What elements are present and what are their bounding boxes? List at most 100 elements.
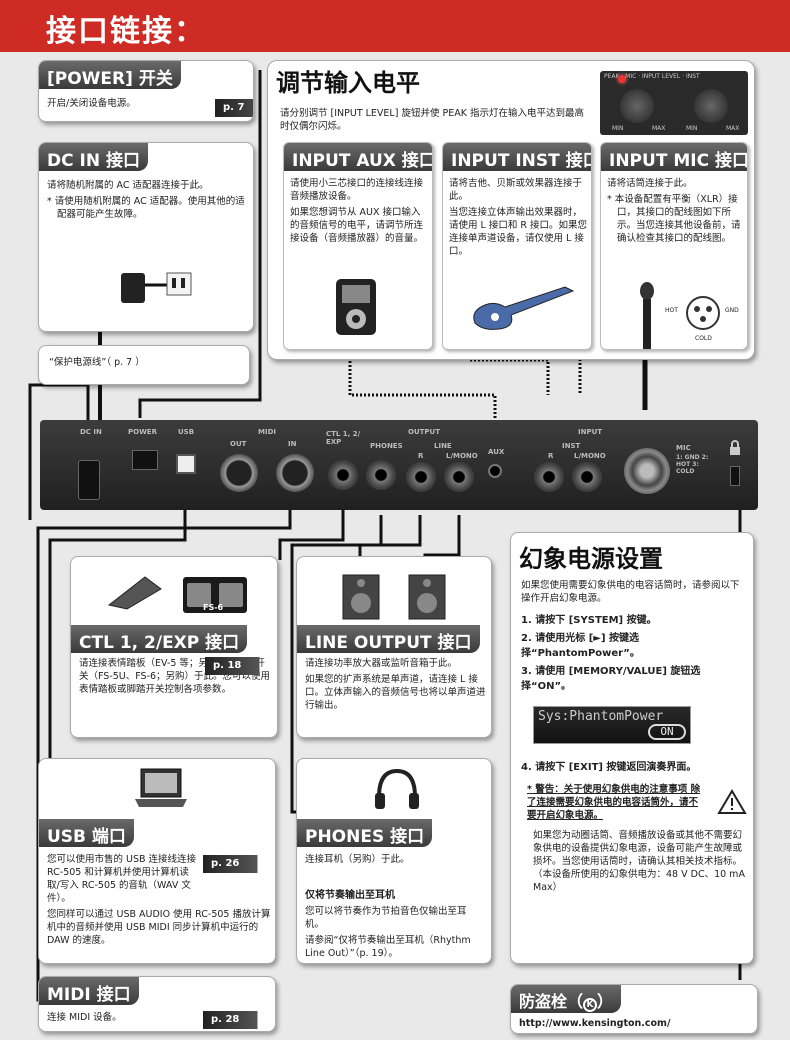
dcin-port[interactable] bbox=[78, 460, 100, 500]
input-mic-title: INPUT MIC 接口 bbox=[601, 143, 747, 171]
phantom-lcd: Sys:PhantomPower ON bbox=[533, 706, 691, 744]
inst-r-jack[interactable] bbox=[534, 462, 564, 492]
guitar-icon bbox=[473, 286, 575, 330]
power-desc: 开启/关闭设备电源。 bbox=[47, 98, 136, 109]
input-inst-p1: 请将吉他、贝斯或效果器连接于此。 bbox=[449, 178, 583, 202]
input-level-knobs: PEAK · MIC · INPUT LEVEL · INST MIN MAX … bbox=[600, 71, 748, 135]
usb-title: USB 端口 bbox=[39, 819, 134, 847]
microphone-icon bbox=[640, 282, 654, 349]
laptop-icon bbox=[135, 768, 187, 807]
input-label: INPUT bbox=[578, 428, 603, 436]
midi-desc: 连接 MIDI 设备。 bbox=[47, 1012, 122, 1023]
phantom-steps: 1. 请按下 [SYSTEM] 按键。 2. 请使用光标 [►] 按键选择“Ph… bbox=[521, 613, 747, 697]
xlr-cold-label: COLD bbox=[695, 335, 712, 342]
midi-out-port[interactable] bbox=[220, 454, 258, 492]
inst-l-jack[interactable] bbox=[572, 462, 602, 492]
input-aux-text: 请使用小三芯接口的连接线连接音频播放设备。 如果您想调节从 AUX 接口输入的音… bbox=[290, 177, 428, 248]
line-out-l-jack[interactable] bbox=[444, 462, 474, 492]
usb-page-ref[interactable]: p. 26 bbox=[203, 855, 271, 873]
inst-l-label: L/MONO bbox=[574, 452, 606, 460]
dcin-panel: DC IN 接口 请将随机附属的 AC 适配器连接于此。 * 请使用随机附属的 … bbox=[38, 142, 254, 332]
mic-pins-label: 1: GND 2: HOT 3: COLD bbox=[676, 454, 709, 475]
midi-label: MIDI bbox=[258, 428, 276, 436]
speaker-icon-2 bbox=[408, 574, 446, 620]
midi-panel: MIDI 接口 连接 MIDI 设备。 p. 28 bbox=[38, 976, 276, 1032]
phantom-title: 幻象电源设置 bbox=[519, 545, 663, 573]
knob-header: PEAK · MIC · INPUT LEVEL · INST bbox=[604, 73, 700, 80]
power-title: [POWER] 开关 bbox=[39, 61, 181, 89]
input-aux-p1: 请使用小三芯接口的连接线连接音频播放设备。 bbox=[290, 178, 424, 202]
usb-p2: 您同样可以通过 USB AUDIO 使用 RC-505 播放计算机中的音频并使用… bbox=[47, 909, 271, 946]
dcin-text: 请将随机附属的 AC 适配器连接于此。 * 请使用随机附属的 AC 适配器。使用… bbox=[47, 179, 247, 224]
line-out-r-jack[interactable] bbox=[406, 462, 436, 492]
input-mic-note: * 本设备配置有平衡（XLR）接口，其接口的配线图如下所示。当您连接其他设备前，… bbox=[607, 194, 741, 244]
inst-r-label: R bbox=[548, 452, 554, 460]
phones-subtitle: 仅将节奏输出至耳机 bbox=[305, 890, 395, 901]
input-aux-panel: INPUT AUX 接口 请使用小三芯接口的连接线连接音频播放设备。 如果您想调… bbox=[283, 142, 433, 350]
knob2-max-label: MAX bbox=[726, 125, 740, 132]
expression-pedal-icon bbox=[107, 576, 162, 610]
lcd-value: ON bbox=[648, 724, 686, 740]
xlr-hot-label: HOT bbox=[665, 307, 678, 314]
line-output-p1: 请连接功率放大器或监听音箱于此。 bbox=[305, 658, 458, 669]
input-level-title: 调节输入电平 bbox=[276, 69, 420, 97]
midi-out-label: OUT bbox=[230, 440, 247, 448]
ac-adapter-icon bbox=[121, 272, 192, 303]
phantom-warning-body: 如果您为动圈话筒、音频播放设备或其他不需要幻象供电的设备提供幻象电源，设备可能产… bbox=[533, 830, 745, 893]
title-banner: 接口链接： bbox=[0, 0, 790, 52]
input-mic-panel: INPUT MIC 接口 请将话筒连接于此。 * 本设备配置有平衡（XLR）接口… bbox=[600, 142, 748, 350]
phantom-panel: 幻象电源设置 如果您使用需要幻象供电的电容话筒时，请参阅以下操作开启幻象电源。 … bbox=[510, 532, 754, 964]
dcin-callout: “保护电源线”（ p. 7 ） bbox=[38, 345, 250, 385]
ctl-jack[interactable] bbox=[328, 460, 358, 490]
phones-desc: 连接耳机（另购）于此。 bbox=[305, 854, 410, 865]
power-switch[interactable] bbox=[132, 450, 158, 470]
knob-min-label: MIN bbox=[612, 125, 624, 132]
power-page-ref[interactable]: p. 7 bbox=[215, 99, 253, 117]
mic-port-label: MIC bbox=[676, 444, 691, 452]
lcd-text: Sys:PhantomPower bbox=[538, 709, 664, 724]
usb-port[interactable] bbox=[176, 454, 196, 474]
speaker-icon bbox=[342, 574, 380, 620]
aux-jack[interactable] bbox=[488, 464, 502, 478]
phantom-step-3: 3. 请使用 [MEMORY/VALUE] 旋钮选择“ON”。 bbox=[521, 666, 701, 692]
phones-p2: 请参阅“仅将节奏输出至耳机（Rhythm Line Out）”（p. 19）。 bbox=[305, 935, 471, 959]
ctl-port-label: CTL 1, 2/ EXP bbox=[326, 430, 361, 446]
midi-in-port[interactable] bbox=[276, 454, 314, 492]
input-mic-p1: 请将话筒连接于此。 bbox=[607, 178, 693, 189]
input-inst-p2: 当您连接立体声输出效果器时，请使用 L 接口和 R 接口。如果您连接单声道设备，… bbox=[449, 207, 587, 257]
line-label: LINE bbox=[434, 442, 452, 450]
device-rear-panel: DC IN POWER USB MIDI OUT IN CTL 1, 2/ EX… bbox=[40, 420, 758, 510]
mic-level-knob[interactable] bbox=[620, 89, 654, 123]
dcin-desc: 请将随机附属的 AC 适配器连接于此。 bbox=[47, 180, 209, 191]
mic-xlr-jack[interactable] bbox=[624, 448, 670, 494]
input-inst-title: INPUT INST 接口 bbox=[443, 143, 591, 171]
midi-page-ref[interactable]: p. 28 bbox=[203, 1011, 271, 1029]
ctl-page-ref[interactable]: p. 18 bbox=[205, 657, 273, 675]
usb-text: 您可以使用市售的 USB 连接线连接 RC-505 和计算机并使用计算机读取/写… bbox=[47, 853, 271, 950]
input-inst-text: 请将吉他、贝斯或效果器连接于此。 当您连接立体声输出效果器时，请使用 L 接口和… bbox=[449, 177, 587, 261]
headphones-icon bbox=[375, 768, 419, 809]
dcin-callout-text[interactable]: “保护电源线”（ p. 7 ） bbox=[49, 357, 145, 368]
output-l-label: L/MONO bbox=[446, 452, 478, 460]
inst-level-knob[interactable] bbox=[694, 89, 728, 123]
security-slot[interactable] bbox=[730, 466, 740, 486]
kensington-url[interactable]: http://www.kensington.com/ bbox=[519, 1018, 671, 1029]
line-output-title: LINE OUTPUT 接口 bbox=[297, 625, 480, 653]
line-output-p2: 如果您的扩声系统是单声道，请连接 L 接口。立体声输入的音频信号也将以单声道进行… bbox=[305, 674, 486, 711]
usb-p1: 您可以使用市售的 USB 连接线连接 RC-505 和计算机并使用计算机读取/写… bbox=[47, 854, 197, 904]
phantom-warning: * 警告：关于使用幻象供电的注意事项 除了连接需要幻象供电的电容话筒外，请不要开… bbox=[527, 784, 701, 821]
phones-title: PHONES 接口 bbox=[297, 819, 433, 847]
phantom-step-4: 4. 请按下 [EXIT] 按键返回演奏界面。 bbox=[521, 762, 697, 773]
input-aux-title: INPUT AUX 接口 bbox=[284, 143, 432, 171]
input-mic-text: 请将话筒连接于此。 * 本设备配置有平衡（XLR）接口，其接口的配线图如下所示。… bbox=[607, 177, 743, 248]
knob-max-label: MAX bbox=[652, 125, 666, 132]
peak-indicator bbox=[618, 75, 626, 83]
ctl-desc: 请连接表情踏板（EV-5 等；另购）或脚踏开关（FS-5U、FS-6；另购）于此… bbox=[79, 658, 271, 695]
usb-panel: USB 端口 您可以使用市售的 USB 连接线连接 RC-505 和计算机并使用… bbox=[38, 758, 276, 964]
dcin-title: DC IN 接口 bbox=[39, 143, 148, 171]
phones-jack[interactable] bbox=[366, 460, 396, 490]
power-panel: [POWER] 开关 开启/关闭设备电源。 p. 7 bbox=[38, 60, 254, 122]
kensington-panel: 防盗栓（K） http://www.kensington.com/ bbox=[510, 984, 758, 1034]
phones-panel: PHONES 接口 连接耳机（另购）于此。 仅将节奏输出至耳机 您可以将节奏作为… bbox=[296, 758, 492, 964]
page-title: 接口链接： bbox=[46, 14, 206, 49]
